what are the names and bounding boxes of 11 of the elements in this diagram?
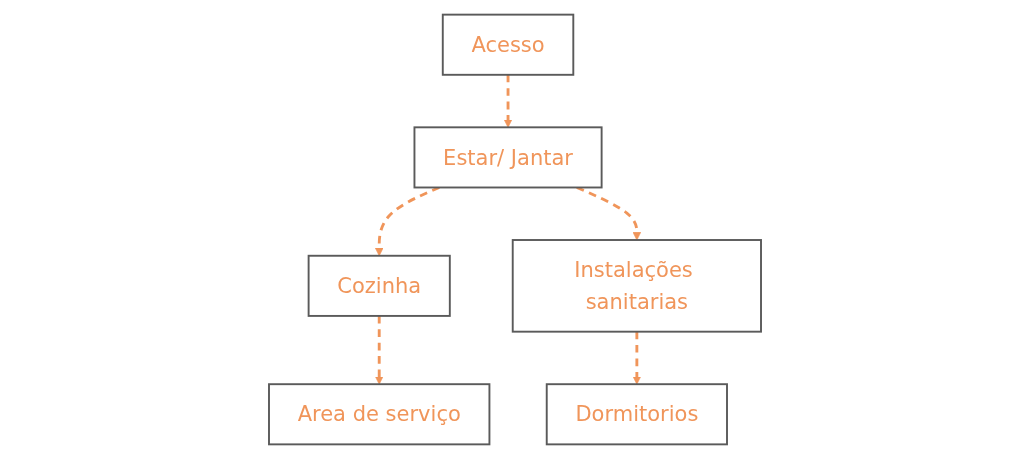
arrow	[503, 74, 513, 128]
node-box: Dormitorios	[545, 383, 728, 446]
node-box: Area de serviço	[268, 383, 491, 446]
node-box: Acesso	[441, 13, 575, 76]
node-box: Cozinha	[307, 254, 451, 317]
arrow	[632, 331, 642, 385]
node-box: Instalações sanitarias	[511, 239, 762, 333]
arrow	[576, 186, 642, 241]
arrow	[375, 315, 384, 385]
node-box: Estar/ Jantar	[413, 126, 603, 189]
arrow	[375, 186, 440, 257]
